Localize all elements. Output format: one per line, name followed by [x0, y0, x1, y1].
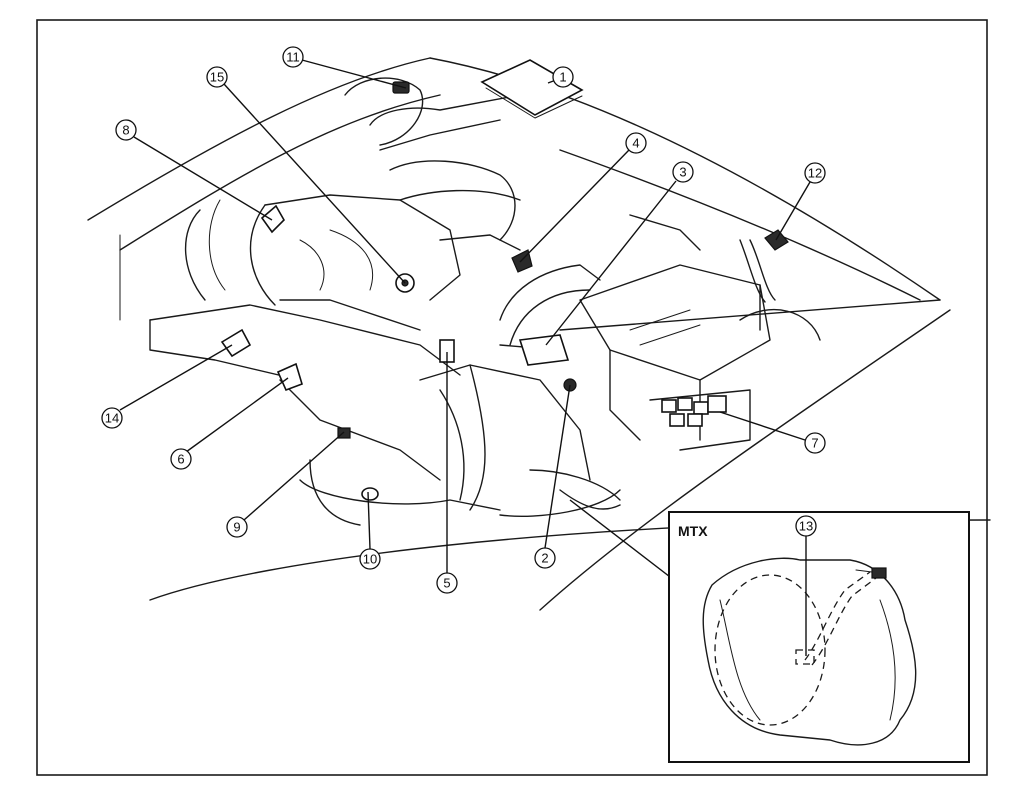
mtx-inset-label: MTX — [678, 523, 708, 539]
component-shapes — [220, 59, 789, 501]
callout-6: 6 — [170, 448, 192, 470]
callout-13: 13 — [795, 515, 817, 537]
leader-lines — [119, 59, 811, 601]
svg-text:11: 11 — [286, 50, 300, 65]
callout-5: 5 — [436, 572, 458, 594]
callout-11: 11 — [282, 46, 304, 68]
callout-2: 2 — [534, 547, 556, 569]
svg-text:8: 8 — [122, 123, 129, 138]
svg-text:9: 9 — [233, 520, 240, 535]
svg-text:3: 3 — [679, 165, 686, 180]
svg-text:6: 6 — [177, 452, 184, 467]
svg-text:1: 1 — [559, 70, 566, 85]
callout-1: 1 — [552, 66, 574, 88]
svg-text:15: 15 — [210, 70, 224, 85]
callout-9: 9 — [226, 516, 248, 538]
part-3-shape — [518, 334, 570, 366]
svg-text:10: 10 — [363, 552, 377, 567]
part-13-shape — [795, 649, 815, 665]
svg-text:12: 12 — [808, 166, 822, 181]
mtx-inset: MTX — [668, 511, 970, 763]
callout-3: 3 — [672, 161, 694, 183]
part-1-shape — [480, 59, 584, 116]
callout-14: 14 — [101, 407, 123, 429]
svg-text:13: 13 — [799, 519, 813, 534]
callouts: 1 2 3 4 5 6 7 8 9 10 11 12 13 14 15 — [101, 46, 826, 594]
part-6-shape — [276, 362, 303, 392]
part-14-shape — [220, 328, 252, 358]
part-7-shape — [661, 395, 727, 427]
callout-12: 12 — [804, 162, 826, 184]
part-9-shape — [337, 427, 351, 439]
diagram-frame — [36, 19, 988, 776]
callout-10: 10 — [359, 548, 381, 570]
svg-text:14: 14 — [105, 411, 119, 426]
svg-text:7: 7 — [811, 436, 818, 451]
callout-4: 4 — [625, 132, 647, 154]
svg-text:5: 5 — [443, 576, 450, 591]
callout-7: 7 — [804, 432, 826, 454]
part-8-shape — [260, 204, 285, 234]
callout-8: 8 — [115, 119, 137, 141]
part-10-shape — [361, 487, 379, 501]
svg-text:4: 4 — [632, 136, 639, 151]
svg-text:2: 2 — [541, 551, 548, 566]
callout-15: 15 — [206, 66, 228, 88]
part-11-shape — [392, 81, 410, 94]
